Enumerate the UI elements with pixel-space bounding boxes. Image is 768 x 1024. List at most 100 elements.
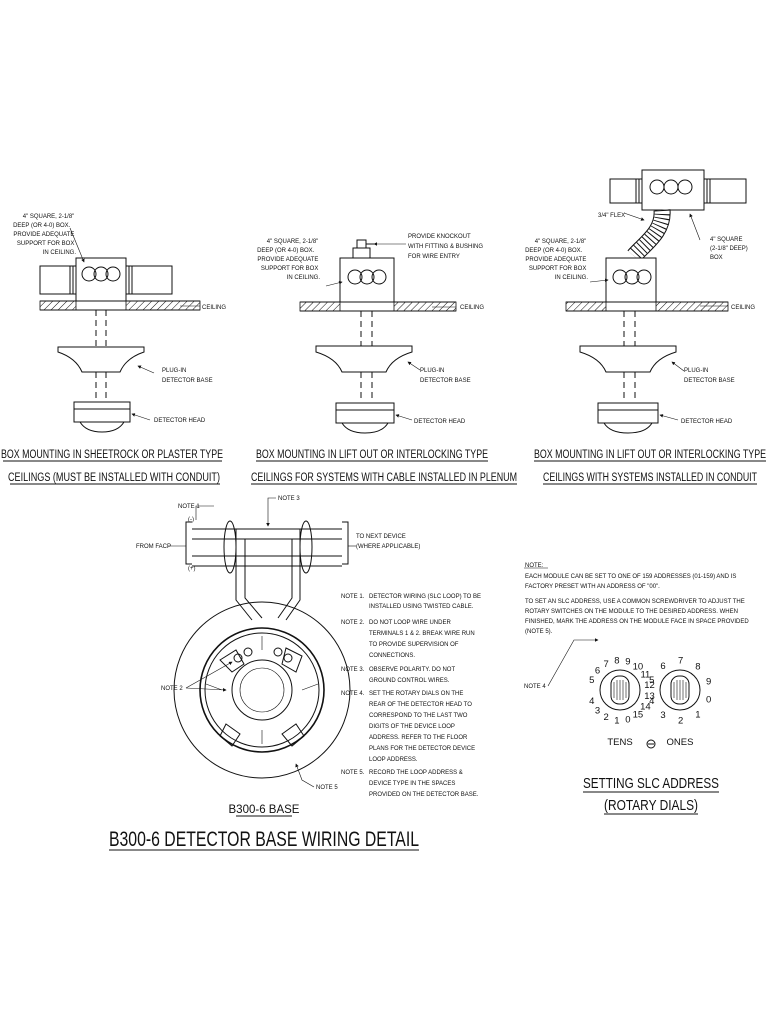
head-label: DETECTOR HEAD xyxy=(414,419,466,425)
tens-digit: 3 xyxy=(595,705,600,716)
box-label: 4" SQUARE, 2-1/8" DEEP (OR 4-0) BOX. PRO… xyxy=(525,239,588,281)
tens-digit: 4 xyxy=(589,696,594,707)
upper-conduit xyxy=(609,169,747,211)
ceiling-line xyxy=(299,301,457,312)
base-name-label: B300-6 BASE xyxy=(229,804,300,816)
ones-digit: 6 xyxy=(660,661,665,672)
ceiling-line xyxy=(565,301,729,312)
ceiling-label: CEILING xyxy=(731,305,755,311)
head-label: DETECTOR HEAD xyxy=(154,418,206,424)
junction-box xyxy=(605,257,657,303)
detector-head xyxy=(335,402,395,434)
panel1-leaders xyxy=(69,227,200,421)
note3-label: NOTE 3 xyxy=(278,496,300,502)
center-dashes xyxy=(95,310,107,400)
ones-digit: 1 xyxy=(695,710,700,721)
tens-digit: 11 xyxy=(640,670,650,681)
slc-title-line1: SETTING SLC ADDRESS xyxy=(583,775,719,792)
tens-digit: 7 xyxy=(604,659,609,670)
panel-plenum-mounting: 4" SQUARE, 2-1/8" DEEP (OR 4-0) BOX. PRO… xyxy=(251,234,517,485)
base-label: PLUG-IN DETECTOR BASE xyxy=(684,368,735,384)
junction-box xyxy=(75,257,127,302)
flex-label: 3/4" FLEX xyxy=(598,213,625,219)
ones-digit: 3 xyxy=(660,710,665,721)
slc-note: NOTE: EACH MODULE CAN BE SET TO ONE OF 1… xyxy=(525,563,750,635)
tens-digit: 9 xyxy=(625,657,630,668)
tens-digit: 14 xyxy=(640,701,651,712)
tens-label: TENS xyxy=(607,737,632,748)
tens-digit: 8 xyxy=(614,656,619,667)
head-label: DETECTOR HEAD xyxy=(681,419,733,425)
junction-box xyxy=(339,239,395,303)
wiring-notes: NOTE 1. DETECTOR WIRING (SLC LOOP) TO BE… xyxy=(341,594,483,798)
panel1-caption-line1: BOX MOUNTING IN SHEETROCK OR PLASTER TYP… xyxy=(1,449,223,461)
from-facp-label: FROM FACP xyxy=(136,544,171,550)
panel3-caption-line2: CEILINGS WITH SYSTEMS INSTALLED IN CONDU… xyxy=(543,472,757,484)
box-label: 4" SQUARE, 2-1/8" DEEP (OR 4-0) BOX. PRO… xyxy=(13,214,76,256)
to-next-device-label: TO NEXT DEVICE (WHERE APPLICABLE) xyxy=(356,534,420,550)
ones-digit: 5 xyxy=(649,675,654,686)
tens-digit: 0 xyxy=(625,714,630,725)
note-item: NOTE 2. DO NOT LOOP WIRE UNDER TERMINALS… xyxy=(341,620,476,659)
ones-digit-ring: 56 7 89 01 2 34 xyxy=(649,656,711,727)
ceiling-label: CEILING xyxy=(460,305,484,311)
note4-label: NOTE 4 xyxy=(524,684,546,690)
wiring-brackets xyxy=(185,521,349,565)
center-dashes xyxy=(623,311,636,402)
panel-conduit-mounting: 3/4" FLEX 4" SQUARE, 2-1/8" DEEP (OR 4-0… xyxy=(525,169,766,485)
ones-digit: 7 xyxy=(678,656,683,667)
panel2-caption-line1: BOX MOUNTING IN LIFT OUT OR INTERLOCKING… xyxy=(256,449,488,461)
flex-conduit xyxy=(627,209,671,262)
panel-sheetrock-mounting: 4" SQUARE, 2-1/8" DEEP (OR 4-0) BOX. PRO… xyxy=(1,214,226,485)
note1-label: NOTE 1 xyxy=(178,504,200,510)
detector-head xyxy=(73,401,131,433)
ones-digit: 9 xyxy=(706,676,711,687)
upper-box-label: 4" SQUARE (2-1/8" DEEP) BOX xyxy=(710,237,749,261)
tens-digit: 5 xyxy=(589,675,594,686)
minus-label: (-) xyxy=(188,517,194,523)
tens-digit: 6 xyxy=(595,666,600,677)
wiring-detail-title: B300-6 DETECTOR BASE WIRING DETAIL xyxy=(109,828,419,851)
ones-dial: 56 7 89 01 2 34 xyxy=(649,656,711,727)
panel1-caption-line2: CEILINGS (MUST BE INSTALLED WITH CONDUIT… xyxy=(8,472,220,484)
note5-label: NOTE 5 xyxy=(316,785,338,791)
tens-digit: 2 xyxy=(604,712,609,723)
note-item: NOTE 1. DETECTOR WIRING (SLC LOOP) TO BE… xyxy=(341,594,483,610)
ones-digit: 2 xyxy=(678,716,683,727)
tens-digit: 13 xyxy=(644,691,655,702)
panel2-caption-line2: CEILINGS FOR SYSTEMS WITH CABLE INSTALLE… xyxy=(251,472,517,484)
box-label: 4" SQUARE, 2-1/8" DEEP (OR 4-0) BOX. PRO… xyxy=(257,239,320,281)
ceiling-label: CEILING xyxy=(202,305,226,311)
ones-digit: 8 xyxy=(695,661,700,672)
note-item: NOTE 5. RECORD THE LOOP ADDRESS & DEVICE… xyxy=(341,770,479,798)
note2-label: NOTE 2 xyxy=(161,686,183,692)
ceiling-line xyxy=(39,300,201,311)
twisted-cable xyxy=(192,520,342,621)
tens-digit: 10 xyxy=(633,661,644,672)
detector-base xyxy=(315,345,413,373)
knockout-label: PROVIDE KNOCKOUT WITH FITTING & BUSHING … xyxy=(408,234,485,260)
plus-label: (+) xyxy=(188,566,196,572)
detector-head xyxy=(597,402,659,434)
detector-base xyxy=(579,345,677,373)
panel2-leaders xyxy=(325,242,456,421)
base-label: PLUG-IN DETECTOR BASE xyxy=(162,368,213,384)
slc-title-line2: (ROTARY DIALS) xyxy=(604,797,698,814)
base-label: PLUG-IN DETECTOR BASE xyxy=(420,368,471,384)
tens-digit: 12 xyxy=(644,680,655,691)
base-wiring-detail: NOTE 1 NOTE 3 (-) (+) FROM FACP TO NEXT … xyxy=(109,496,483,851)
detector-base xyxy=(57,346,145,373)
note-item: NOTE 4. SET THE ROTARY DIALS ON THE REAR… xyxy=(341,691,477,763)
tens-digit: 1 xyxy=(614,715,619,726)
center-dashes xyxy=(360,311,373,402)
ground-symbol-icon xyxy=(646,739,656,749)
ones-digit: 0 xyxy=(706,695,711,706)
ones-digit: 4 xyxy=(649,696,654,707)
conduit-pipes xyxy=(39,265,173,295)
panel3-leaders xyxy=(589,212,728,421)
slc-address-detail: NOTE: EACH MODULE CAN BE SET TO ONE OF 1… xyxy=(524,563,750,815)
note-item: NOTE 3. OBSERVE POLARITY. DO NOT GROUND … xyxy=(341,667,457,684)
